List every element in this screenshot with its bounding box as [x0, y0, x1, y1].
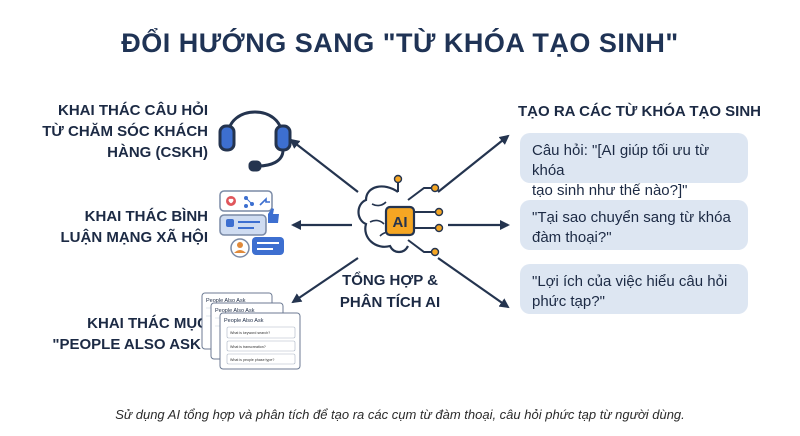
paa-card-front-header: People Also Ask: [224, 318, 264, 324]
source-customer-care-line2: TỪ CHĂM SÓC KHÁCH: [42, 123, 208, 140]
source-social-line1: KHAI THÁC BÌNH: [84, 208, 208, 225]
paa-question-1: What is keyword search?: [230, 331, 270, 335]
keyword-bubble-3-line1: "Lợi ích của việc hiểu câu hỏi: [532, 273, 728, 290]
ai-chip: [384, 205, 416, 237]
source-paa-label: KHAI THÁC MỤC "PEOPLE ALSO ASK": [8, 313, 208, 355]
ai-brain-chip-icon: AI: [357, 174, 444, 257]
source-customer-care-line1: KHAI THÁC CÂU HỎI: [58, 102, 208, 119]
arrow-to-bubble-1: [437, 134, 510, 193]
arrow-to-customer-care: [289, 138, 359, 193]
ai-chip-label: AI: [393, 214, 408, 231]
keyword-bubble-2-line2: đàm thoại?": [532, 229, 612, 246]
source-customer-care-label: KHAI THÁC CÂU HỎI TỪ CHĂM SÓC KHÁCH HÀNG…: [8, 100, 208, 163]
center-label-line1: TỔNG HỢP &: [342, 272, 438, 289]
center-label-line2: PHÂN TÍCH AI: [339, 294, 441, 311]
source-social-label: KHAI THÁC BÌNH LUẬN MẠNG XÃ HỘI: [8, 206, 209, 248]
source-paa-line1: KHAI THÁC MỤC: [87, 315, 208, 332]
center-label: TỔNG HỢP & PHÂN TÍCH AI: [330, 270, 450, 314]
keyword-bubble-1: Câu hỏi: "[AI giúp tối ưu từ khóa tạo si…: [520, 133, 748, 199]
social-media-icon: [219, 190, 284, 258]
keyword-bubble-2: "Tại sao chuyển sang từ khóa đàm thoại?": [520, 200, 748, 250]
paa-card-middle-header: People Also Ask: [215, 308, 255, 314]
keyword-bubble-1-line2: tạo sinh như thế nào?]": [532, 182, 688, 199]
paa-card-back-header: People Also Ask: [206, 298, 246, 304]
caption: Sử dụng AI tổng hợp và phân tích để tạo …: [115, 407, 685, 422]
arrow-to-paa: [291, 257, 359, 304]
page-title: ĐỔI HƯỚNG SANG "TỪ KHÓA TẠO SINH": [121, 28, 679, 58]
paa-card-front: People Also Ask What is keyword search? …: [219, 312, 301, 370]
source-paa-line2: "PEOPLE ALSO ASK": [52, 336, 208, 353]
keyword-bubble-1-line1: Câu hỏi: "[AI giúp tối ưu từ khóa: [532, 142, 710, 179]
flow-arrows: [289, 134, 510, 309]
people-also-ask-icon: People Also Ask People Also Ask People A…: [201, 292, 301, 370]
arrow-to-bubble-3: [437, 257, 510, 309]
paa-question-2: What is transcreation?: [230, 345, 266, 349]
right-heading: TẠO RA CÁC TỪ KHÓA TẠO SINH: [518, 103, 761, 120]
keyword-bubble-3-line2: phức tạp?": [532, 293, 605, 310]
keyword-bubble-2-line1: "Tại sao chuyển sang từ khóa: [532, 209, 731, 226]
source-social-line2: LUẬN MẠNG XÃ HỘI: [60, 229, 209, 246]
headset-icon: [218, 110, 292, 172]
paa-question-3: What is people phase type?: [230, 358, 274, 362]
keyword-bubble-3: "Lợi ích của việc hiểu câu hỏi phức tạp?…: [520, 264, 748, 314]
source-customer-care-line3: HÀNG (CSKH): [107, 144, 208, 161]
